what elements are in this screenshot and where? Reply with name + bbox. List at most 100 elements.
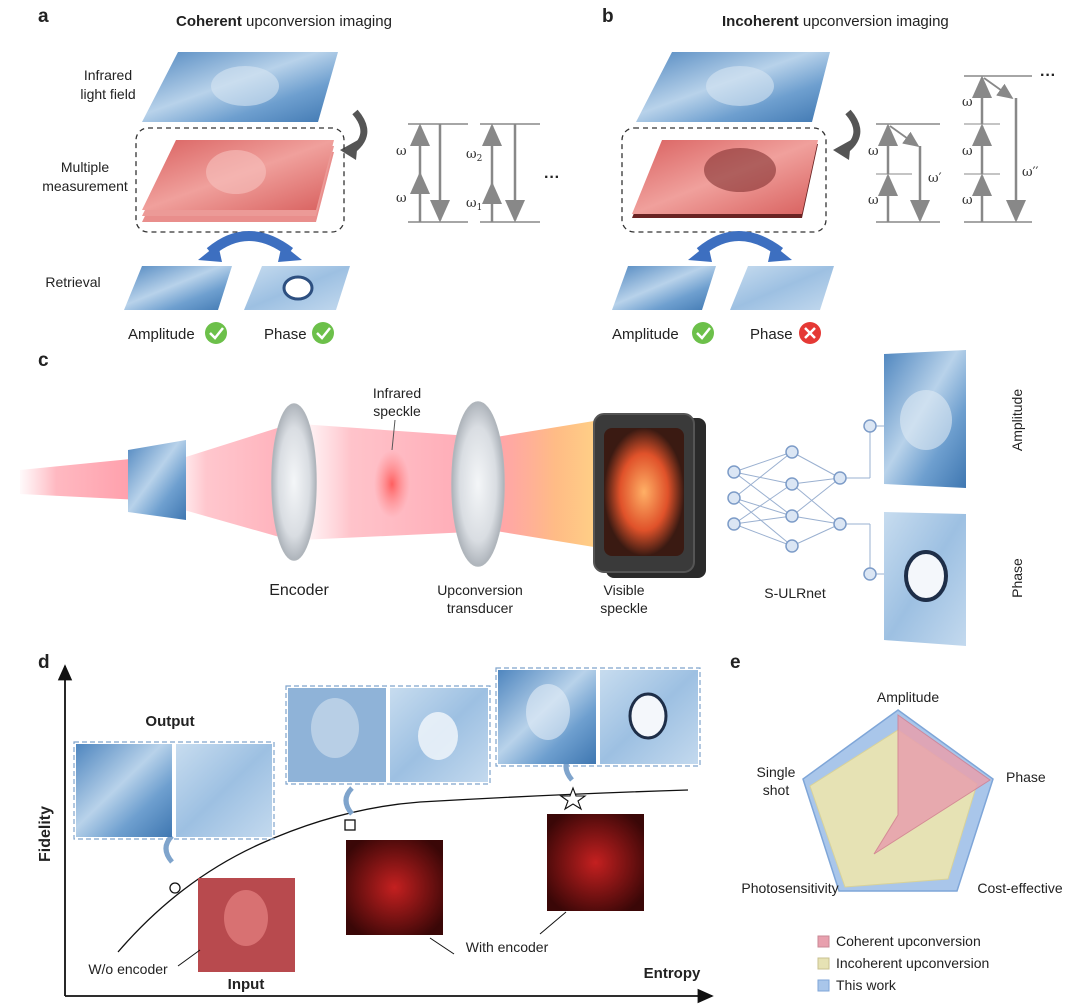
panel-b-title: Incoherent upconversion imaging xyxy=(722,13,949,30)
curved-arrow-b-head xyxy=(833,140,851,160)
amplitude-image-a xyxy=(124,266,232,310)
encoder-label: Encoder xyxy=(269,582,329,599)
beam-to-encoder xyxy=(170,424,290,540)
retrieval-arrow-b xyxy=(696,231,784,257)
pink-stack-cat xyxy=(206,150,266,194)
radar-axis-single-1: Single xyxy=(757,764,796,780)
curve-marker-square xyxy=(344,819,356,831)
output-3-cat xyxy=(526,684,570,740)
amplitude-cat-c xyxy=(900,390,952,450)
phase-image-b xyxy=(730,266,834,310)
legend-swatch-this-work xyxy=(817,979,830,992)
check-mark-a-phase xyxy=(316,327,331,340)
phase-label-b: Phase xyxy=(750,326,793,343)
with-encoder-label: With encoder xyxy=(466,939,549,955)
phase-label-a: Phase xyxy=(264,326,307,343)
visible-speckle-label-2: speckle xyxy=(600,600,648,616)
panel-e-letter: e xyxy=(730,652,741,673)
label-infrared-2: light field xyxy=(80,86,135,102)
measurement-box-a xyxy=(135,127,345,233)
speckle-leader xyxy=(391,419,396,451)
radar-axis-photosensitivity: Photosensitivity xyxy=(741,880,838,896)
curve-marker-star xyxy=(559,786,587,811)
panel-d-letter: d xyxy=(38,652,50,673)
check-icon-a-phase xyxy=(312,322,334,344)
label-multiple-2: measurement xyxy=(42,178,128,194)
visible-speckle-label-1: Visible xyxy=(604,582,645,598)
legend-swatch-incoherent xyxy=(817,957,830,970)
input-cat-d xyxy=(224,890,268,946)
output-1-phase xyxy=(176,744,272,837)
panda-c xyxy=(904,550,948,602)
arrow-d-1 xyxy=(163,834,174,864)
output-label: Output xyxy=(145,713,194,730)
omega-dprime-b: ω′′ xyxy=(1022,165,1039,180)
omega-b-3: ω xyxy=(962,95,973,110)
retrieval-arrow-a-left xyxy=(198,244,222,262)
radar-axis-amplitude: Amplitude xyxy=(877,689,939,705)
single-plane-b-cat xyxy=(704,148,776,192)
upconversion-transducer xyxy=(451,401,505,567)
omega-a-bottom: ω xyxy=(396,191,407,206)
encoder-lens xyxy=(271,403,317,561)
speckle-input-3 xyxy=(547,814,644,911)
check-mark-a-amplitude xyxy=(209,327,224,340)
panel-a-letter: a xyxy=(38,6,49,27)
output-frame-2 xyxy=(285,685,491,785)
check-icon-b-amplitude xyxy=(692,322,714,344)
infrared-field-cat-b xyxy=(706,66,774,106)
input-image-c xyxy=(128,440,186,520)
retrieval-arrow-b-right xyxy=(768,244,792,262)
infrared-field-cat xyxy=(211,66,279,106)
amplitude-image-b xyxy=(612,266,716,310)
radar-axis-single-2: shot xyxy=(763,782,790,798)
label-retrieval: Retrieval xyxy=(45,274,100,290)
network-diagram xyxy=(733,425,884,575)
ellipsis-b: ··· xyxy=(1040,67,1056,84)
legend-this-work: This work xyxy=(836,977,897,993)
ellipsis-a: ··· xyxy=(544,169,560,186)
panel-b-letter: b xyxy=(602,6,614,27)
cross-mark-b-phase xyxy=(804,327,816,339)
energy-diagram-b xyxy=(876,75,1032,223)
omega-b-2: ω xyxy=(868,193,879,208)
transducer-label-2: transducer xyxy=(447,600,513,616)
phase-label-c: Phase xyxy=(1009,558,1025,598)
transducer-label-1: Upconversion xyxy=(437,582,523,598)
radar-axis-phase: Phase xyxy=(1006,769,1046,785)
amplitude-label-c: Amplitude xyxy=(1009,389,1025,451)
check-icon-a-amplitude xyxy=(205,322,227,344)
input-label: Input xyxy=(228,976,265,993)
output-frame-3 xyxy=(495,667,701,767)
network-label: S-ULRnet xyxy=(764,585,826,601)
retrieval-arrow-b-left xyxy=(688,244,712,262)
output-3-panda xyxy=(628,692,668,740)
omega-b-1: ω xyxy=(868,144,879,159)
label-infrared-1: Infrared xyxy=(84,67,132,83)
infrared-speckle-label-2: speckle xyxy=(373,403,421,419)
output-2-cat-blur xyxy=(311,698,359,758)
leader-without xyxy=(177,949,201,967)
output-1-amplitude xyxy=(76,744,172,837)
retrieval-arrow-a xyxy=(206,231,294,257)
retrieval-arrow-a-right xyxy=(278,244,302,262)
speckle-input-2 xyxy=(346,840,443,935)
panel-c-letter: c xyxy=(38,350,49,371)
omega-b-4: ω xyxy=(962,144,973,159)
check-mark-b-amplitude xyxy=(696,327,711,340)
panel-a-title: Coherent upconversion imaging xyxy=(176,13,392,30)
infrared-speckle xyxy=(374,450,410,518)
legend-coherent: Coherent upconversion xyxy=(836,933,981,949)
curve-marker-circle xyxy=(169,882,181,894)
beam-to-sensor xyxy=(490,420,600,548)
radar-axis-cost: Cost-effective xyxy=(977,880,1063,896)
measurement-box-b xyxy=(621,127,827,233)
legend-incoherent: Incoherent upconversion xyxy=(836,955,989,971)
arrow-d-2 xyxy=(343,786,354,816)
omega-b-5: ω xyxy=(962,193,973,208)
entropy-label: Entropy xyxy=(644,965,701,982)
radar-coherent xyxy=(873,714,991,855)
amplitude-label-a: Amplitude xyxy=(128,326,195,343)
legend-swatch-coherent xyxy=(817,935,830,948)
